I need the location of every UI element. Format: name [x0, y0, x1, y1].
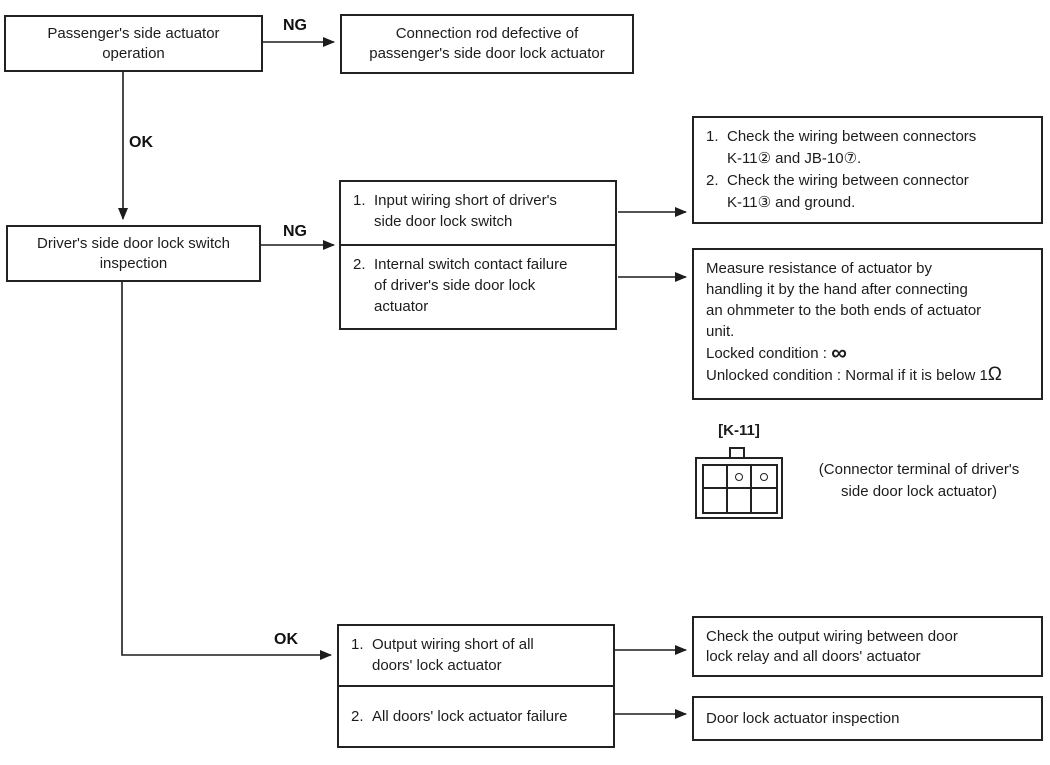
check-output-wiring-box: Check the output wiring between door loc… [692, 616, 1043, 677]
cause-all-doors-actuator-failure: 2. All doors' lock actuator failure [339, 687, 613, 746]
ng-label-driver: NG [283, 223, 307, 240]
connector-cell [728, 466, 752, 489]
connector-k11-label: [K-11] [718, 422, 760, 439]
connector-cell [752, 489, 776, 512]
item-text: Input wiring short of driver's side door… [374, 192, 557, 230]
cause-input-wiring-short: 1. Input wiring short of driver's side d… [341, 182, 615, 246]
ok-label-driver: OK [274, 631, 298, 648]
connector-cell [704, 466, 728, 489]
cause-output-wiring-short: 1. Output wiring short of all doors' loc… [339, 626, 613, 687]
passenger-actuator-operation-box: Passenger's side actuator operation [4, 15, 263, 72]
item-number: 1. [706, 128, 719, 145]
output-causes-box: 1. Output wiring short of all doors' loc… [337, 624, 615, 748]
connector-tab [729, 447, 745, 458]
item-number: 2. [351, 707, 364, 725]
measure-resistance-text: Measure resistance of actuator by handli… [706, 260, 982, 340]
connector-pin-grid [702, 464, 778, 514]
item-number: 1. [353, 192, 366, 209]
connector-cell [752, 466, 776, 489]
connector-cell [728, 489, 752, 512]
driver-door-lock-switch-inspection-box: Driver's side door lock switch inspectio… [6, 225, 261, 282]
ng-label-passenger: NG [283, 17, 307, 34]
door-lock-actuator-inspection-box: Door lock actuator inspection [692, 696, 1043, 741]
item-text: Output wiring short of all doors' lock a… [372, 636, 534, 674]
unlocked-condition-line: Unlocked condition : Normal if it is bel… [694, 364, 1041, 386]
connector-k11-diagram [695, 457, 783, 519]
unlocked-condition-label: Unlocked condition : Normal if it is bel… [706, 367, 988, 384]
item-text: All doors' lock actuator failure [372, 707, 568, 725]
connector-caption: (Connector terminal of driver's side doo… [818, 461, 1020, 500]
connector-cell [704, 489, 728, 512]
cause-internal-switch-failure: 2. Internal switch contact failure of dr… [341, 244, 615, 328]
item-text: Check the wiring between connector K-11③… [727, 172, 969, 211]
connection-rod-defective-box: Connection rod defective of passenger's … [340, 14, 634, 74]
item-number: 2. [706, 172, 719, 189]
item-number: 2. [353, 256, 366, 273]
ok-label-passenger: OK [129, 134, 153, 151]
infinity-symbol: ∞ [831, 340, 847, 365]
driver-switch-causes-box: 1. Input wiring short of driver's side d… [339, 180, 617, 330]
locked-condition-line: Locked condition : ∞ [694, 342, 1041, 364]
check-wiring-box: 1. Check the wiring between connectors K… [692, 116, 1043, 224]
omega-symbol: Ω [987, 364, 1003, 385]
connector-pin-icon [735, 472, 743, 481]
arrow-driver-ok [121, 282, 332, 660]
connector-pin-icon [760, 472, 768, 481]
item-number: 1. [351, 636, 364, 653]
locked-condition-label: Locked condition : [706, 345, 832, 362]
measure-resistance-box: Measure resistance of actuator by handli… [692, 248, 1043, 400]
item-text: Check the wiring between connectors K-11… [727, 128, 977, 167]
item-text: Internal switch contact failure of drive… [374, 256, 568, 315]
